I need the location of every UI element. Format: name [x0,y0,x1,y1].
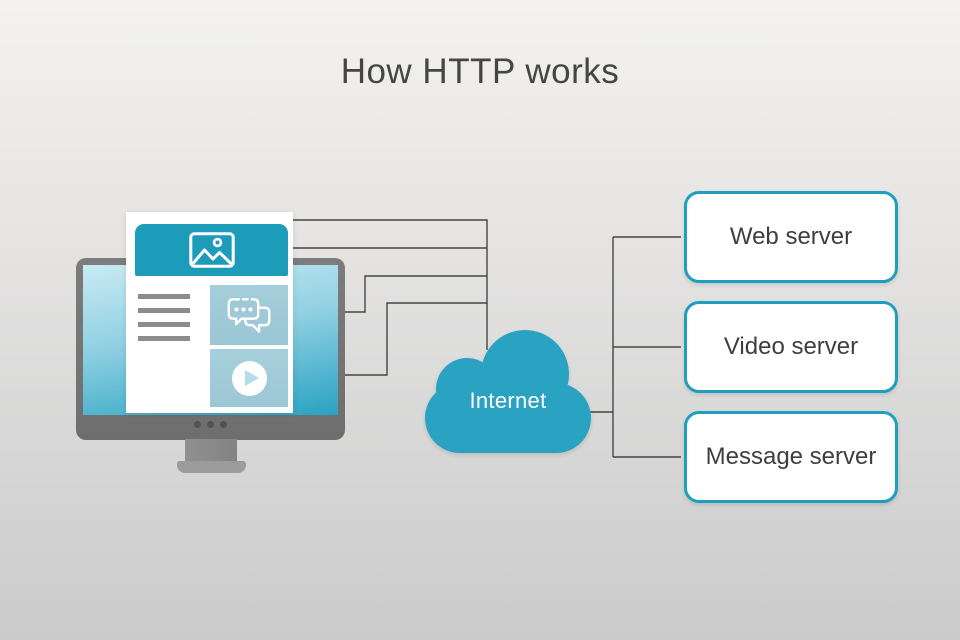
webpage-card [126,212,293,413]
cloud-label: Internet [469,388,547,413]
webpage-chat-tile [210,285,288,345]
monitor-stand-base [177,461,246,473]
server-label: Message server [705,443,877,470]
webpage-text-lines [138,294,190,350]
server-label: Video server [723,333,859,360]
server-box-message: Message server [684,411,898,503]
server-box-web: Web server [684,191,898,283]
monitor-button-dot [207,421,214,428]
text-line [138,322,190,327]
monitor-stand-neck [185,439,237,463]
server-label: Web server [729,223,853,250]
connector-page-to-cloud [293,219,488,350]
chat-icon [227,298,271,333]
text-line [138,336,190,341]
page-title: How HTTP works [340,52,620,91]
webpage-image-banner [135,224,288,276]
monitor-button-dot [220,421,227,428]
cloud-shape [425,330,591,453]
server-box-video: Video server [684,301,898,393]
play-icon [231,360,267,396]
webpage-video-tile [210,349,288,407]
monitor-button-dot [194,421,201,428]
text-line [138,308,190,313]
text-line [138,294,190,299]
image-icon [188,232,235,268]
internet-cloud: Internet [415,325,605,465]
monitor-buttons [76,421,345,428]
